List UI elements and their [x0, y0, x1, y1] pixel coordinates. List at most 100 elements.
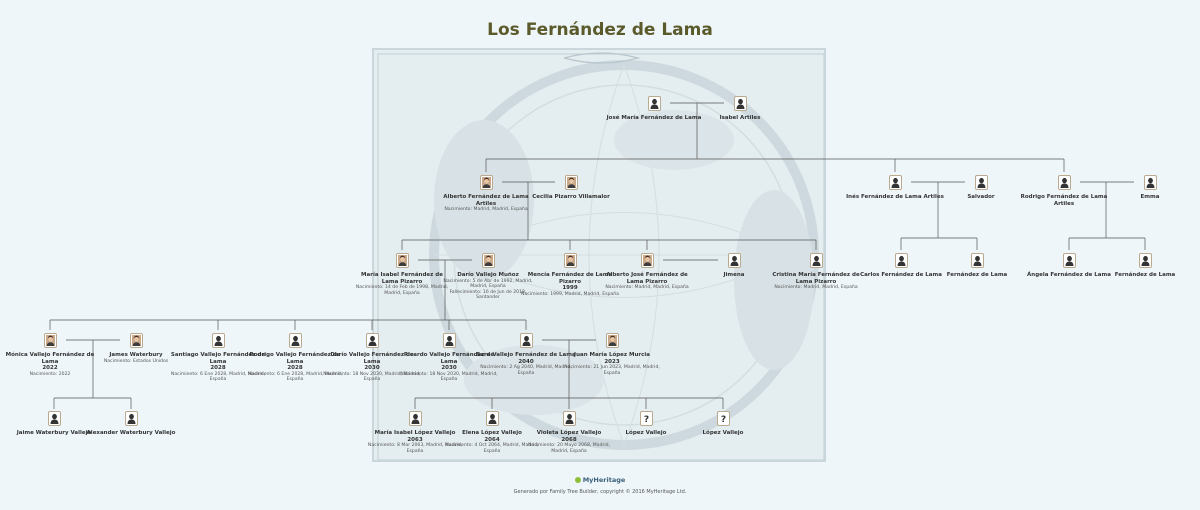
person-name: María Isabel Fernández de Lama Pizarro [361, 272, 443, 285]
person-card-cecilia[interactable]: Cecilia Pizarro Villamalor [521, 175, 621, 201]
person-card-fernandez-de-lama-2[interactable]: Fernández de Lama [1095, 253, 1195, 279]
person-details: Nacimiento: 21 Jun 2023, Madrid, Madrid,… [564, 365, 660, 376]
photo-icon [563, 253, 577, 268]
silhouette-icon [408, 411, 422, 426]
silhouette-icon [211, 333, 225, 348]
photo-icon [479, 175, 493, 190]
silhouette-icon [974, 175, 988, 190]
person-card-lopez-vallejo-2[interactable]: ? López Vallejo [673, 411, 773, 437]
svg-text:?: ? [643, 415, 648, 424]
person-name: José María Fernández de Lama [606, 115, 702, 121]
photo-icon [564, 175, 578, 190]
silhouette-icon [1062, 253, 1076, 268]
person-card-lopez-vallejo-1[interactable]: ?López Vallejo [596, 411, 696, 437]
person-name: James Waterbury [109, 352, 163, 358]
silhouette-icon [647, 96, 661, 111]
myheritage-logo: MyHeritage [0, 476, 1200, 484]
silhouette-icon [485, 411, 499, 426]
silhouette-icon [365, 333, 379, 348]
person-details: Nacimiento: Estados Unidos [103, 358, 169, 364]
person-details: Nacimiento: 5 de Abr de 1992, Madrid, Ma… [443, 278, 533, 301]
photo-icon [481, 253, 495, 268]
silhouette-icon [47, 411, 61, 426]
person-card-salvador[interactable]: Salvador [931, 175, 1031, 201]
silhouette-icon [894, 253, 908, 268]
person-name: López Vallejo [702, 430, 744, 436]
person-details: Nacimiento: 4 Oct 2064, Madrid, Madrid, … [445, 443, 539, 454]
person-name: Darío Vallejo Muñoz [457, 272, 519, 278]
person-name: Jimena [723, 272, 745, 278]
person-details: Nacimiento: 8 Mar 2063, Madrid, Madrid, … [367, 443, 463, 454]
person-name: Cecilia Pizarro Villamalor [532, 194, 610, 200]
person-name: Jaime Waterbury Vallejo [16, 430, 92, 436]
person-name: Inés Fernández de Lama Artiles [846, 194, 944, 200]
person-card-jaime[interactable]: Jaime Waterbury Vallejo [4, 411, 104, 437]
person-card-cristina[interactable]: Cristina María Fernández de Lama Pizarro… [766, 253, 866, 291]
photo-icon [129, 333, 143, 348]
page-title: Los Fernández de Lama [487, 20, 713, 40]
copyright-footer: Generado por Family Tree Builder, copyri… [513, 489, 687, 495]
silhouette-icon [727, 253, 741, 268]
photo-icon [640, 253, 654, 268]
silhouette-icon [1138, 253, 1152, 268]
person-name: Rodrigo Fernández de Lama Artiles [1020, 194, 1108, 207]
myheritage-leaf-icon [574, 477, 581, 483]
person-card-fernandez-de-lama-1[interactable]: Fernández de Lama [927, 253, 1027, 279]
person-details: Nacimiento: 2022 [29, 371, 71, 377]
silhouette-icon [1143, 175, 1157, 190]
person-details: Nacimiento: Madrid, Madrid, España [605, 285, 689, 291]
person-name: Emma [1140, 194, 1160, 200]
brand-name: MyHeritage [582, 476, 626, 484]
person-name: Salvador [967, 194, 995, 200]
person-details: Nacimiento: 20 Mayo 2068, Madrid, Madrid… [527, 443, 611, 454]
person-card-emma[interactable]: Emma [1100, 175, 1200, 201]
person-card-isabel[interactable]: Isabel Artiles [690, 96, 790, 122]
silhouette-icon [519, 333, 533, 348]
silhouette-icon [809, 253, 823, 268]
person-card-carlos[interactable]: Carlos Fernández de Lama [851, 253, 951, 279]
person-details: Nacimiento: 14 de Feb de 1998, Madrid, M… [355, 285, 449, 296]
unknown-icon: ? [716, 411, 730, 426]
silhouette-icon [124, 411, 138, 426]
person-card-jimena[interactable]: Jimena [684, 253, 784, 279]
person-card-rodrigo[interactable]: Rodrigo Fernández de Lama Artiles [1014, 175, 1114, 207]
unknown-icon: ? [639, 411, 653, 426]
person-card-alexander[interactable]: Alexander Waterbury Vallejo [81, 411, 181, 437]
person-name: Ángela Fernández de Lama [1027, 272, 1111, 278]
silhouette-icon [442, 333, 456, 348]
person-card-angela[interactable]: Ángela Fernández de Lama [1019, 253, 1119, 279]
person-details: Nacimiento: 1999, Madrid, Madrid, España [521, 291, 619, 297]
person-details: Nacimiento: Madrid, Madrid, España [774, 285, 858, 291]
person-card-jose[interactable]: José María Fernández de Lama [604, 96, 704, 122]
person-card-ines[interactable]: Inés Fernández de Lama Artiles [845, 175, 945, 201]
silhouette-icon [288, 333, 302, 348]
silhouette-icon [733, 96, 747, 111]
silhouette-icon [1057, 175, 1071, 190]
